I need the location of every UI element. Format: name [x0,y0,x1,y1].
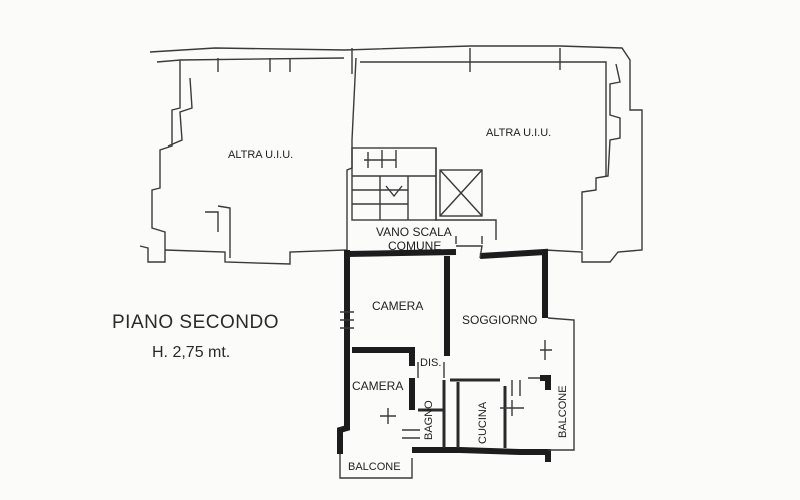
label-camera-1: CAMERA [372,299,423,313]
other-units-outline [139,45,643,265]
label-stair-line1: VANO SCALA [376,225,452,239]
label-soggiorno: SOGGIORNO [462,313,537,327]
floor-name: PIANO SECONDO [112,312,279,333]
label-other-unit-left: ALTRA U.I.U. [228,149,293,161]
label-balcone-bottom: BALCONE [348,461,401,473]
label-bagno: BAGNO [423,400,435,440]
floor-height: H. 2,75 mt. [152,344,231,361]
label-other-unit-right: ALTRA U.I.U. [486,127,551,139]
label-cucina: CUCINA [477,401,489,444]
balcony-outlines [339,317,575,479]
label-balcone-right: BALCONE [557,385,569,438]
label-stair-line2: COMUNE [388,239,441,253]
label-camera-2: CAMERA [352,379,403,393]
stair-core [351,147,497,240]
label-dis: DIS. [420,357,441,369]
apartment-walls [337,248,551,462]
openings [340,236,552,439]
